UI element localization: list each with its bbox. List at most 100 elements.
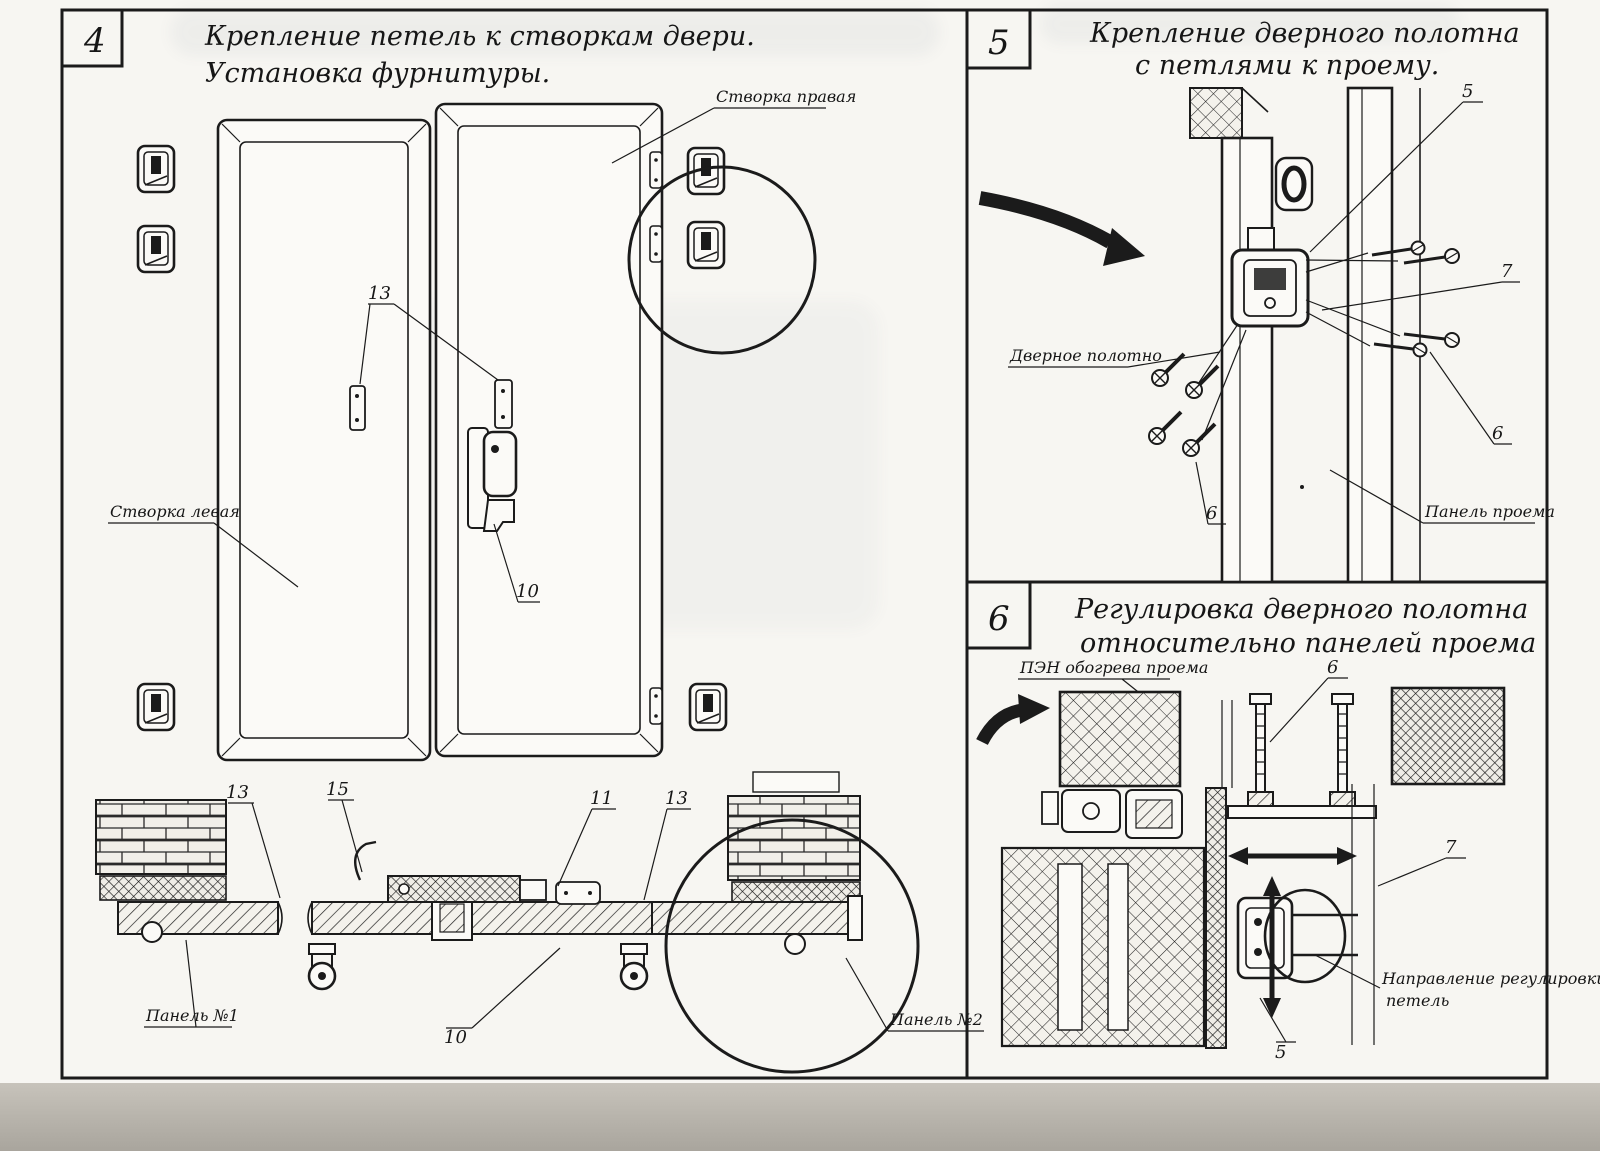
panel4-title-line1: Крепление петель к створкам двери. xyxy=(204,21,755,52)
panel1-leader xyxy=(144,939,232,1028)
ref-5-leader xyxy=(1259,997,1296,1043)
leaf-left-label: Створка левая xyxy=(110,502,240,521)
ref-15-leader xyxy=(328,799,363,873)
photo-edge-strip xyxy=(0,1083,1600,1151)
vertical-adjust-arrow-icon xyxy=(1263,876,1281,1018)
hinge-plate xyxy=(349,385,366,431)
leaf-right-leader xyxy=(611,107,826,164)
leaf-left-leader xyxy=(108,522,299,588)
screw-icon xyxy=(1403,248,1460,265)
screw-icon xyxy=(1147,410,1183,446)
small-note-box xyxy=(752,771,840,793)
panel5: 5 Крепление дверного полотна с петлями к… xyxy=(967,10,1555,584)
hinge-icon xyxy=(136,224,176,274)
detail-callout-circle-section xyxy=(664,818,920,1074)
ref-6-right-leader xyxy=(1429,351,1512,445)
beam-right-hatched xyxy=(1390,686,1506,786)
hinge-adjustment xyxy=(1236,888,1358,984)
ref-10-bottom-leader xyxy=(446,947,561,1029)
panel4: 4 Крепление петель к створкам двери. Уст… xyxy=(62,10,984,1074)
ref-5-label: 5 xyxy=(1275,1042,1286,1063)
ref-7-label: 7 xyxy=(1501,261,1513,282)
bleed-through-artifact xyxy=(170,8,940,56)
panel2-leader xyxy=(845,957,984,1032)
ref-6-leader xyxy=(1269,677,1348,743)
ref-5-label: 5 xyxy=(1462,81,1473,102)
caster-icon xyxy=(307,942,337,991)
hinge-assembly xyxy=(1230,227,1310,328)
foot-roller-left xyxy=(141,921,163,943)
pointer-arrow-icon xyxy=(976,694,1050,746)
ref-13-right-leader xyxy=(643,808,691,901)
hinge-plate xyxy=(649,151,663,189)
panel1-label: Панель №1 xyxy=(145,1006,239,1025)
cross-section-bottom xyxy=(95,771,920,1074)
ref-11-leader xyxy=(557,808,616,887)
hinge-icon xyxy=(136,144,176,194)
ref-5-leader xyxy=(1309,101,1483,253)
opening-panel-drawing xyxy=(1346,86,1421,584)
door-panel-label: Дверное полотно xyxy=(1009,346,1162,365)
ref-7-leader xyxy=(1377,857,1466,887)
detail-callout-circle-hinge xyxy=(627,165,817,355)
adjustment-bolt xyxy=(1247,693,1274,807)
panel-edge-lines xyxy=(1221,700,1233,788)
ref-10-bottom-label: 10 xyxy=(444,1027,467,1048)
ref-13-left-leader xyxy=(228,802,281,899)
door-edge-drawing xyxy=(1189,87,1274,584)
screw-icon xyxy=(1373,342,1428,358)
hinge-plate xyxy=(649,225,663,263)
hinge-plate xyxy=(494,379,513,429)
ref-7-label: 7 xyxy=(1445,837,1457,858)
panel4-number-box: 4 xyxy=(62,10,124,68)
hinge-icon xyxy=(686,220,726,270)
ref-10-mid-label: 10 xyxy=(516,581,539,602)
wall-section-hatched xyxy=(1000,846,1206,1048)
heater-label: ПЭН обогрева проема xyxy=(1019,658,1208,677)
ref-13-top-label: 13 xyxy=(368,283,391,304)
brick-wall-left xyxy=(95,799,227,875)
panel2-label: Панель №2 xyxy=(889,1010,983,1029)
hinge-plate xyxy=(649,687,663,725)
door-handle-assembly xyxy=(467,427,518,532)
strike-plate xyxy=(1274,156,1314,212)
direction-label-line1: Направление регулировки xyxy=(1381,969,1600,988)
brick-wall-right xyxy=(727,795,861,881)
panel5-number: 5 xyxy=(988,23,1010,63)
panel4-number: 4 xyxy=(83,21,106,61)
door-edge-bar xyxy=(1205,787,1227,1049)
ref-7-leader xyxy=(1321,281,1520,311)
ref-11-label: 11 xyxy=(590,788,613,809)
panel6: 6 Регулировка дверного полотна относител… xyxy=(967,582,1600,1063)
panel5-number-box: 5 xyxy=(967,10,1032,70)
ref-13-top-leader xyxy=(359,303,499,385)
door-leaf-left-drawing xyxy=(216,118,432,762)
panel5-title-line2: с петлями к проему. xyxy=(1135,50,1439,81)
panel4-title-line2: Установка фурнитуры. xyxy=(205,58,550,89)
hinge-icon xyxy=(136,682,176,732)
opening-panel-leader xyxy=(1329,469,1535,524)
door-panel-leader xyxy=(1008,351,1221,368)
screw-leader-lines xyxy=(1305,252,1401,347)
adjustment-bolt xyxy=(1329,693,1356,807)
lock-mechanism-section xyxy=(354,840,601,905)
door-leaf-right-drawing xyxy=(434,102,664,758)
ref-6-right-label: 6 xyxy=(1492,423,1503,444)
panel6-title-line2: относительно панелей проема xyxy=(1080,628,1536,659)
ref-13-left-label: 13 xyxy=(226,782,249,803)
ref-13-right-label: 13 xyxy=(665,788,688,809)
caster-icon xyxy=(619,942,649,991)
horizontal-adjust-arrow-icon xyxy=(1228,847,1357,865)
hinge-brackets xyxy=(1041,789,1183,839)
panel6-title-line1: Регулировка дверного полотна xyxy=(1074,594,1528,625)
ref-6-left-leader xyxy=(1195,461,1226,525)
leaf-right-label: Створка правая xyxy=(716,87,856,106)
screw-leader-lines xyxy=(1197,323,1247,441)
screw-icon xyxy=(1184,364,1220,400)
beam-left-hatched xyxy=(1058,690,1182,788)
ref-15-label: 15 xyxy=(326,779,349,800)
screw-icon xyxy=(1371,240,1426,257)
screw-icon xyxy=(1181,422,1217,458)
ref-6-left-label: 6 xyxy=(1206,503,1217,524)
